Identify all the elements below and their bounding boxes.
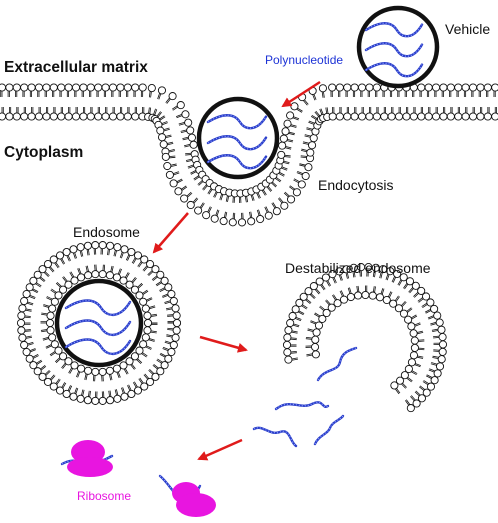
extracellular-matrix-label: Extracellular matrix xyxy=(4,59,148,76)
endocytosis-label: Endocytosis xyxy=(318,177,393,193)
destabilized-endosome-label: Destabilized endosome xyxy=(285,260,431,276)
arrow-to-ribosome xyxy=(197,438,243,461)
cytoplasm-label: Cytoplasm xyxy=(4,144,83,161)
endosome-label: Endosome xyxy=(73,224,140,240)
vehicle-label: Vehicle xyxy=(445,21,490,37)
arrow-to-destabilized xyxy=(199,335,248,353)
destabilized-endosome-membrane xyxy=(282,263,448,413)
arrow-to-endosome xyxy=(152,212,189,254)
ribosome-2 xyxy=(172,482,216,517)
polynucleotide-label: Polynucleotide xyxy=(265,53,343,67)
vehicle-vesicle xyxy=(356,5,440,89)
polynucleotide-strands xyxy=(60,22,424,502)
endosome-membrane xyxy=(16,241,182,405)
plasma-membrane xyxy=(0,83,498,227)
ribosome-1 xyxy=(67,440,113,477)
arrow-vehicle-to-membrane xyxy=(281,80,321,108)
ribosome-label: Ribosome xyxy=(77,489,131,503)
